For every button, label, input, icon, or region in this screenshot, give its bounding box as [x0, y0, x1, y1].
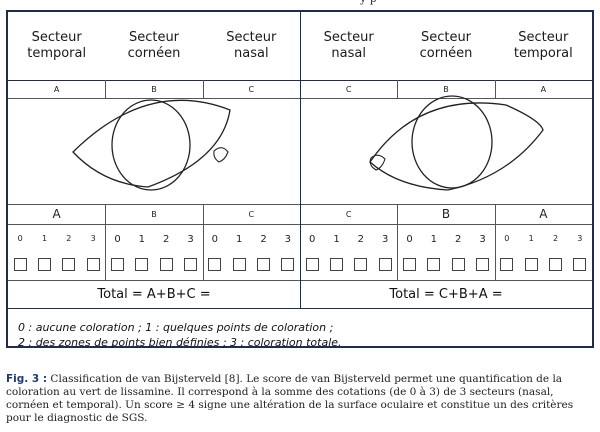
- score-checkbox[interactable]: [86, 258, 100, 271]
- header-corneen-left: Secteur cornéen: [127, 30, 181, 61]
- sector-letter-large: A: [539, 207, 548, 221]
- score-digit: 3: [284, 234, 292, 245]
- score-digit: 1: [430, 234, 438, 245]
- score-digit: 3: [187, 234, 194, 245]
- divider-scores-1: [105, 204, 107, 280]
- score-digit: 3: [381, 234, 389, 245]
- score-checkbox[interactable]: [159, 258, 173, 271]
- caption-text: Classification de van Bijsterveld [8]. L…: [6, 373, 574, 424]
- score-checkbox[interactable]: [573, 258, 587, 271]
- divider-scores-5: [494, 204, 496, 280]
- score-digit: 0: [211, 234, 219, 245]
- scoring-grid: Secteur temporal Secteur cornéen Secteur…: [8, 12, 592, 349]
- score-digit: 0: [114, 234, 121, 245]
- legend-line-2: 2 : des zones de points bien définies ; …: [18, 336, 342, 349]
- header-nasal-left: Secteur nasal: [226, 30, 277, 61]
- legend-line-1: 0 : aucune coloration ; 1 : quelques poi…: [18, 321, 334, 334]
- score-digit: 1: [41, 234, 48, 243]
- score-digit: 1: [333, 234, 340, 245]
- score-checkbox[interactable]: [13, 258, 27, 271]
- score-digit: 3: [479, 234, 486, 245]
- score-checkbox[interactable]: [476, 258, 489, 271]
- score-checkbox[interactable]: [403, 258, 416, 271]
- header-nasal-right: Secteur nasal: [323, 30, 374, 61]
- score-digit: 1: [528, 234, 534, 243]
- sector-letter-large: C: [248, 209, 255, 219]
- score-checkbox[interactable]: [549, 258, 562, 271]
- divider-letters-1: [105, 80, 107, 98]
- header-temporal-left: Secteur temporal: [27, 30, 87, 61]
- score-checkbox[interactable]: [111, 258, 124, 271]
- van-bijsterveld-figure: Secteur temporal Secteur cornéen Secteur…: [6, 10, 594, 349]
- caption-label: Fig. 3 :: [6, 373, 48, 385]
- center-divider: [300, 12, 301, 308]
- score-digit: 3: [90, 234, 96, 243]
- sector-letter-large: B: [441, 207, 451, 221]
- score-checkbox[interactable]: [427, 258, 441, 271]
- sector-letter-large: C: [345, 209, 352, 219]
- score-checkbox[interactable]: [451, 258, 465, 271]
- score-digit: 2: [260, 234, 267, 245]
- score-digit: 2: [552, 234, 559, 243]
- cropped-header-text: y p: [360, 0, 600, 6]
- score-checkbox[interactable]: [135, 258, 149, 271]
- sector-header-row: Secteur temporal Secteur cornéen Secteur…: [8, 12, 592, 80]
- score-checkbox[interactable]: [257, 258, 270, 271]
- score-checkbox[interactable]: [330, 258, 343, 271]
- sector-letter: A: [53, 84, 60, 94]
- score-checkbox[interactable]: [208, 258, 222, 271]
- score-checkbox[interactable]: [184, 258, 197, 271]
- total-left: Total = A+B+C =: [97, 286, 211, 302]
- score-digit: 1: [138, 234, 146, 245]
- score-digit: 0: [504, 234, 510, 243]
- sector-letter: C: [248, 84, 255, 94]
- score-digit: 0: [17, 234, 23, 243]
- figure-caption: Fig. 3 : Classification de van Bijsterve…: [6, 373, 596, 425]
- header-temporal-right: Secteur temporal: [513, 30, 573, 61]
- divider-letters-2: [202, 80, 204, 98]
- divider-letters-4: [397, 80, 399, 98]
- score-checkbox[interactable]: [281, 258, 295, 271]
- score-checkbox[interactable]: [378, 258, 392, 271]
- score-digit: 0: [308, 234, 316, 245]
- score-digit: 2: [454, 234, 462, 245]
- header-corneen-right: Secteur cornéen: [419, 30, 473, 61]
- divider-scores-4: [397, 204, 399, 280]
- score-checkbox[interactable]: [38, 258, 51, 271]
- score-checkbox[interactable]: [500, 258, 514, 271]
- score-checkbox[interactable]: [62, 258, 76, 271]
- score-digit: 3: [577, 234, 583, 243]
- sector-letter-large: A: [52, 207, 61, 221]
- score-checkbox[interactable]: [305, 258, 319, 271]
- total-right: Total = C+B+A =: [389, 286, 503, 302]
- divider-letters-5: [494, 80, 496, 98]
- score-digit: 2: [66, 234, 72, 243]
- sector-letter: A: [540, 84, 547, 94]
- score-checkbox[interactable]: [232, 258, 246, 271]
- sector-letter: C: [345, 84, 352, 94]
- score-digit: 2: [162, 234, 170, 245]
- sector-letter: B: [443, 84, 449, 94]
- eye-diagrams: [72, 95, 544, 191]
- score-checkbox[interactable]: [354, 258, 368, 271]
- left-eye-illustration: [72, 99, 231, 191]
- score-checkbox[interactable]: [524, 258, 538, 271]
- score-digit: 1: [235, 234, 243, 245]
- sector-letter: B: [151, 84, 157, 94]
- right-eye-illustration: [369, 95, 544, 191]
- sector-letter-large: B: [151, 209, 157, 219]
- score-digit: 0: [406, 234, 413, 245]
- score-digit: 2: [357, 234, 365, 245]
- line-below-totals: [8, 308, 592, 309]
- scoring-legend: 0 : aucune coloration ; 1 : quelques poi…: [18, 320, 588, 350]
- divider-scores-2: [202, 204, 204, 280]
